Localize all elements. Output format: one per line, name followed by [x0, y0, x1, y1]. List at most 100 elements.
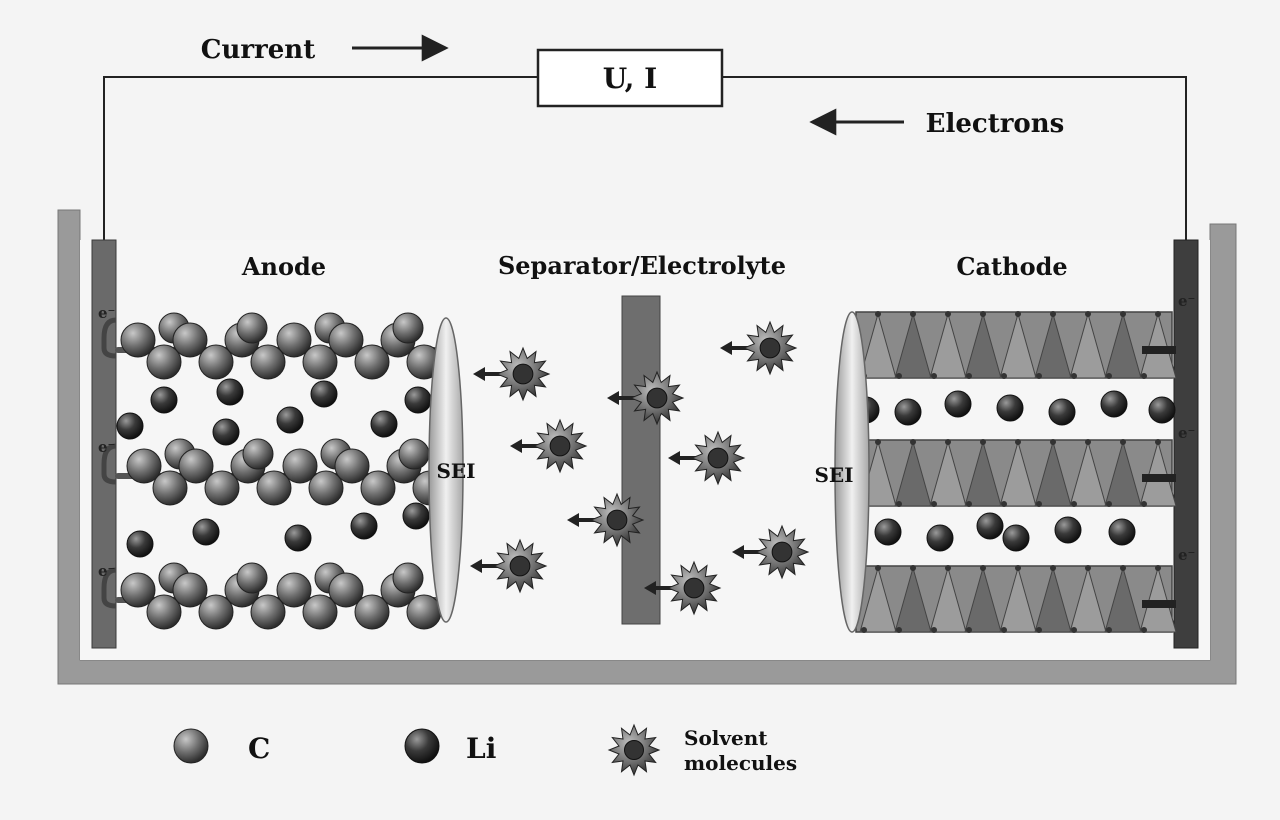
cathode-vertex [875, 565, 881, 571]
carbon-atom [204, 470, 240, 506]
cathode-vertex [1106, 627, 1112, 633]
cathode-vertex [1085, 311, 1091, 317]
lithium-ion [404, 386, 432, 414]
solvent-arrow-head [510, 439, 522, 453]
cathode-vertex [910, 311, 916, 317]
cathode-vertex [945, 439, 951, 445]
cathode-prism [999, 440, 1037, 507]
cathode-prism [1104, 312, 1142, 379]
meter-label: U, I [603, 62, 657, 95]
cathode-vertex [966, 501, 972, 507]
circuit-wire [103, 76, 1187, 240]
carbon-atom [146, 594, 182, 630]
lithium-ion [212, 418, 240, 446]
current-label: Current [201, 35, 315, 65]
lithium-ion [150, 386, 178, 414]
carbon-atom [276, 572, 312, 608]
carbon-atom [172, 572, 208, 608]
solvent-arrow-head [644, 581, 656, 595]
legend: C Li Solvent molecules [173, 723, 797, 777]
cathode-prism [1069, 312, 1107, 379]
legend-solvent-label-1: Solvent [684, 726, 768, 750]
legend-carbon-swatch [173, 728, 209, 764]
cathode-vertex [861, 627, 867, 633]
lithium-ion [126, 530, 154, 558]
lithium-ion [192, 518, 220, 546]
electron-symbol: e⁻ [98, 562, 115, 580]
carbon-atom [354, 344, 390, 380]
electrons-label: Electrons [926, 109, 1065, 139]
anode-label: Anode [241, 252, 326, 281]
separator-membrane [621, 295, 661, 625]
solvent-arrow-head [567, 513, 579, 527]
sei-label-anode: SEI [436, 459, 475, 483]
cathode-prism [1034, 566, 1072, 633]
lithium-ions [116, 378, 1176, 558]
cathode-vertex [1085, 565, 1091, 571]
carbon-atom [406, 594, 442, 630]
carbon-atom [236, 562, 268, 594]
carbon-atom [198, 344, 234, 380]
carbon-atom [250, 594, 286, 630]
solvent-core [624, 740, 644, 760]
carbon-atom [354, 594, 390, 630]
solvent-arrow-head [720, 341, 732, 355]
cathode-vertex [980, 439, 986, 445]
cathode-vertex [1015, 311, 1021, 317]
solvent-core [646, 387, 668, 409]
cathode-prism [964, 312, 1002, 379]
cathode-prism [999, 312, 1037, 379]
legend-solvent-label-2: molecules [684, 751, 797, 775]
cathode-vertex [1155, 311, 1161, 317]
carbon-atom [172, 322, 208, 358]
sei-film-cathode [834, 311, 870, 633]
cathode-tab [1142, 346, 1176, 354]
cathode-vertex [1141, 373, 1147, 379]
cathode-vertex [931, 501, 937, 507]
cathode-vertex [1071, 373, 1077, 379]
lithium-ion [350, 512, 378, 540]
anode-collector-tabs [101, 317, 117, 609]
lithium-ion [1148, 396, 1176, 424]
legend-carbon-label: C [248, 732, 270, 765]
carbon-atom [256, 470, 292, 506]
cathode-vertex [1001, 501, 1007, 507]
cathode-vertex [1120, 311, 1126, 317]
solvent-core [771, 541, 793, 563]
solvent-molecules [470, 320, 810, 616]
cathode-vertex [1001, 627, 1007, 633]
cathode-vertex [1015, 565, 1021, 571]
carbon-atom [328, 322, 364, 358]
cathode-prism [929, 566, 967, 633]
cathode-vertex [966, 627, 972, 633]
electron-symbol: e⁻ [1178, 546, 1195, 564]
cathode-vertex [1106, 501, 1112, 507]
solvent-arrow-head [473, 367, 485, 381]
solvent-core [683, 577, 705, 599]
cathode-vertex [980, 565, 986, 571]
cathode-prism [859, 312, 897, 379]
sei-label-cathode: SEI [814, 463, 853, 487]
lithium-ion [996, 394, 1024, 422]
lithium-ion [116, 412, 144, 440]
solvent-core [606, 509, 628, 531]
carbon-atom [302, 594, 338, 630]
cathode-vertex [1050, 311, 1056, 317]
carbon-atom [120, 572, 156, 608]
solvent-core [509, 555, 531, 577]
cathode-vertex [980, 311, 986, 317]
legend-solvent-swatch [607, 723, 661, 777]
electron-marks: e⁻e⁻e⁻e⁻e⁻e⁻ [98, 292, 1195, 580]
carbon-atom [120, 322, 156, 358]
solvent-arrow-head [607, 391, 619, 405]
carbon-atom [302, 344, 338, 380]
cathode-vertex [875, 311, 881, 317]
cathode-vertex [910, 439, 916, 445]
legend-lithium-label: Li [466, 732, 496, 765]
cathode-vertex [896, 373, 902, 379]
anode-tab [101, 317, 117, 359]
cathode-vertex [1015, 439, 1021, 445]
solvent-arrow-head [732, 545, 744, 559]
lithium-ion [1108, 518, 1136, 546]
cathode-prism [964, 566, 1002, 633]
